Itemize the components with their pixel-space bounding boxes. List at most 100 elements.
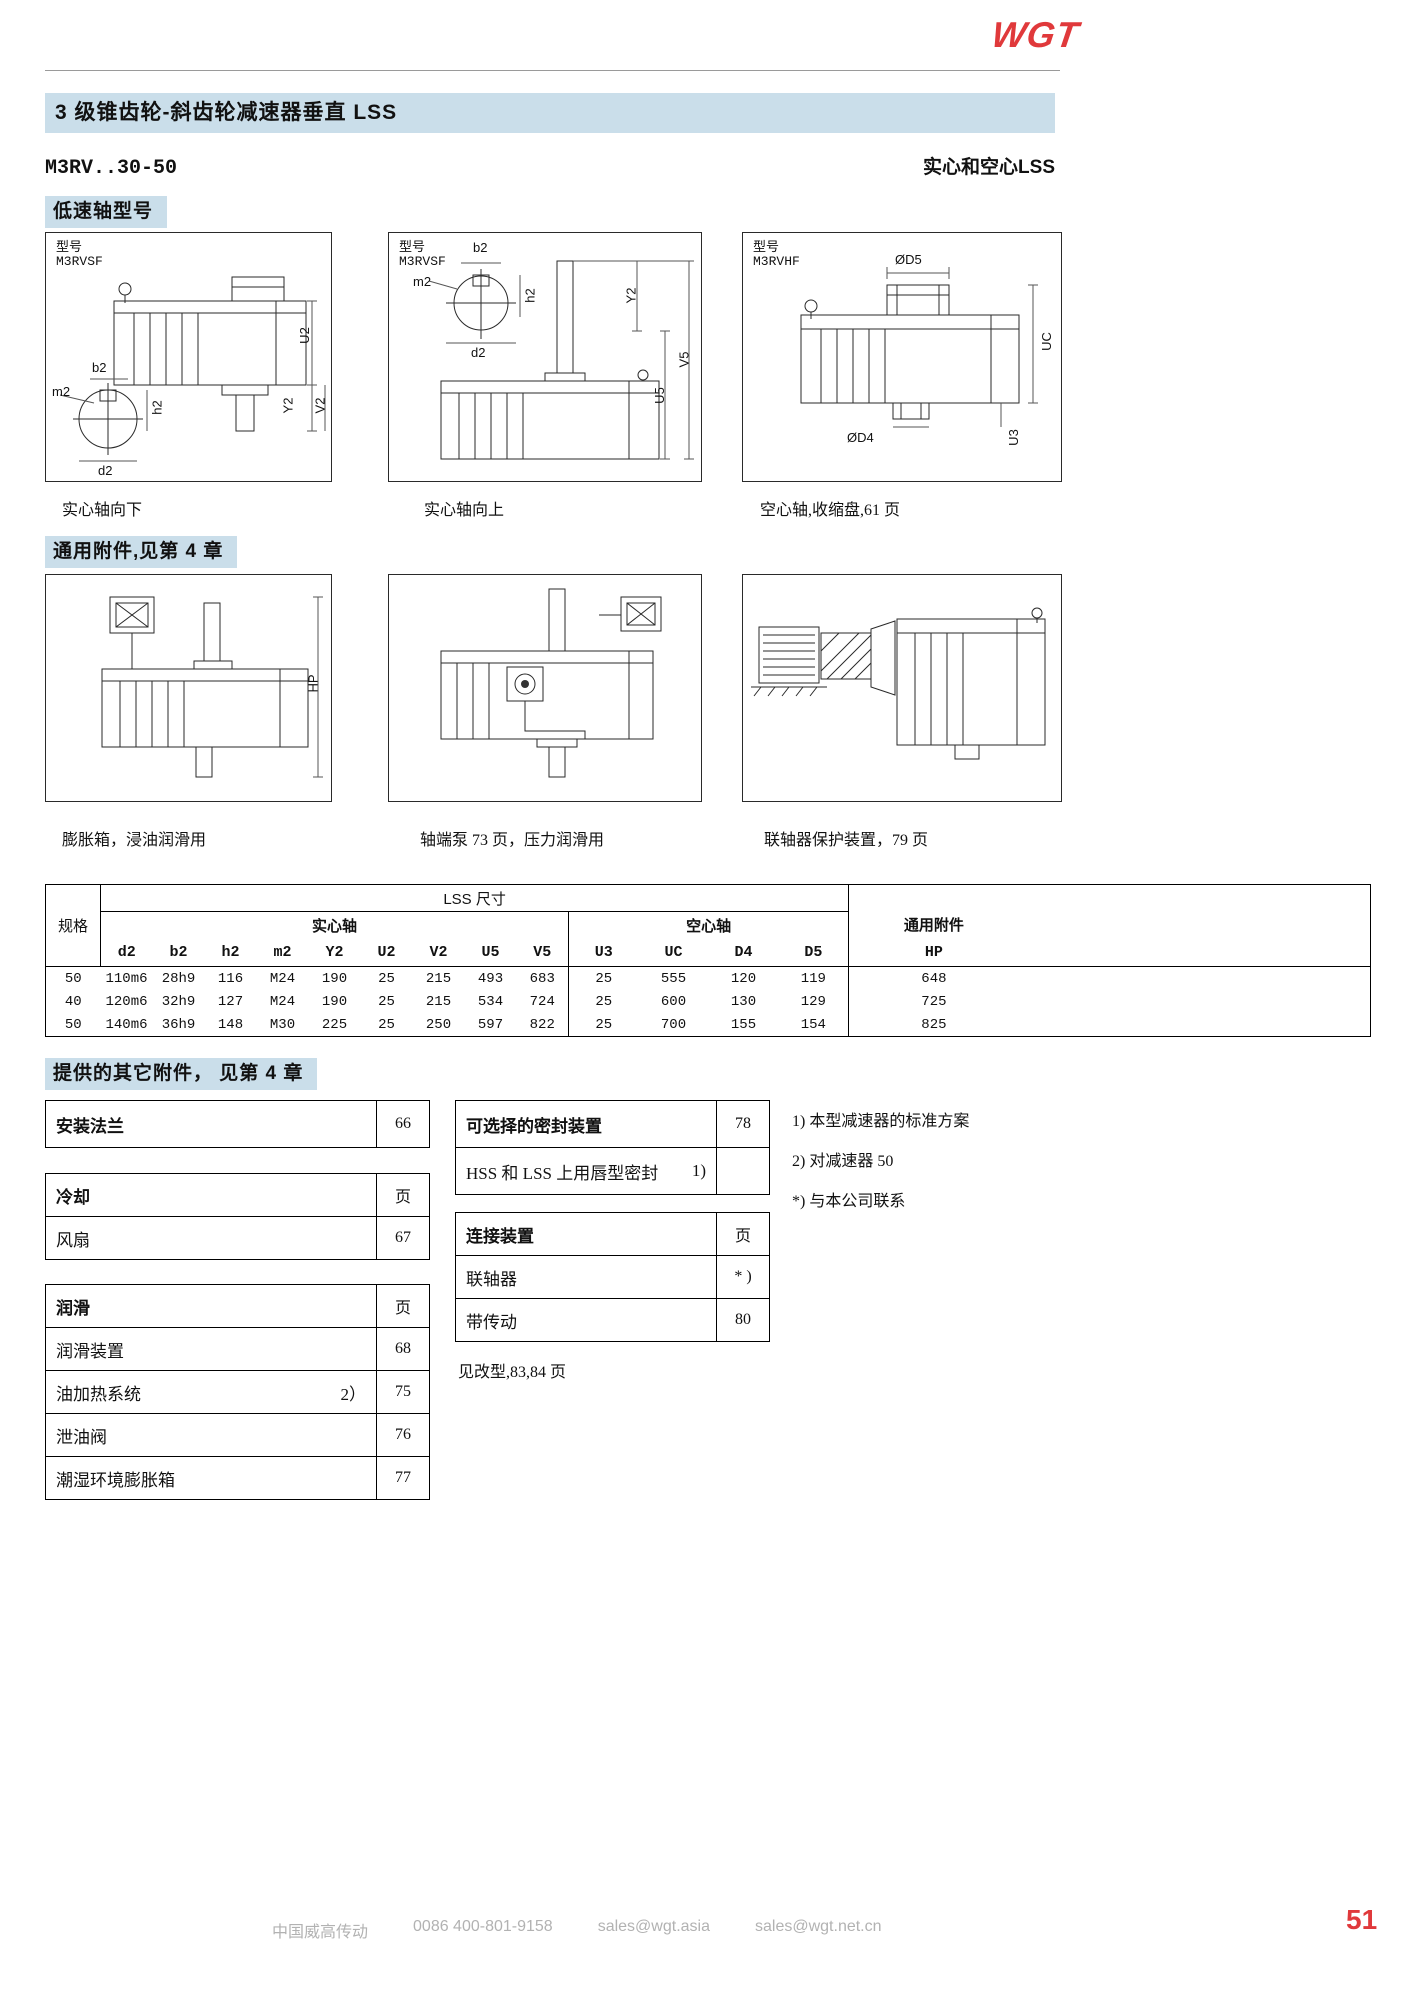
accessory-label: 可选择的密封装置 bbox=[466, 1116, 602, 1136]
accessory-label: HSS 和 LSS 上用唇型密封 1) bbox=[466, 1161, 706, 1183]
group-common-accessories: 通用附件 bbox=[903, 917, 964, 935]
accessory-page-number: 80 bbox=[716, 1299, 769, 1341]
footnote-3: *) 与本公司联系 bbox=[792, 1193, 906, 1210]
accessory-label: 带传动 bbox=[466, 1312, 517, 1332]
col-v5: V5 bbox=[516, 938, 569, 967]
gearbox-drawing bbox=[59, 276, 326, 462]
accessory-label: 润滑装置 bbox=[56, 1341, 124, 1361]
dim-label-d2: d2 bbox=[98, 463, 113, 478]
model-label: M3RVSF bbox=[399, 254, 446, 269]
group-solid-shaft: 实心轴 bbox=[100, 911, 569, 938]
col-b2: b2 bbox=[152, 938, 205, 967]
col-u5: U5 bbox=[464, 938, 517, 967]
col-d5: D5 bbox=[778, 938, 850, 967]
accessory-label: 油加热系统 2） bbox=[46, 1371, 376, 1413]
col-d2: d2 bbox=[100, 938, 153, 967]
type-label: 型号 bbox=[753, 239, 780, 254]
section-common-accessories: 通用附件,见第 4 章 bbox=[45, 536, 238, 568]
flange-table: 安装法兰 66 bbox=[45, 1100, 430, 1148]
accessory-page-number bbox=[716, 1148, 769, 1194]
dimension-table: 规格 LSS 尺寸 实心轴 空心轴 通用附件 d2 b2 h2 m2 Y2 U2… bbox=[45, 884, 1372, 1037]
model-line: M3RV..30-50 实心和空心LSS bbox=[45, 152, 1055, 180]
table-filler-cell bbox=[1019, 967, 1371, 991]
header-divider bbox=[45, 70, 1060, 71]
accessory-page-number: 78 bbox=[716, 1101, 769, 1147]
accessory-page-number: 66 bbox=[376, 1101, 429, 1147]
accessory-label: 泄油阀 bbox=[56, 1427, 107, 1447]
caption-solid-shaft-up: 实心轴向上 bbox=[424, 502, 505, 519]
list-item: 联轴器 * ) bbox=[456, 1255, 769, 1298]
type-label: 型号 bbox=[399, 239, 426, 254]
dim-label-h2: h2 bbox=[149, 400, 165, 415]
drawing-solid-shaft-down: 型号 M3RVSF b2 m2 h2 d2 U2 Y2 V2 bbox=[45, 232, 332, 482]
dim-label-b2: b2 bbox=[473, 240, 488, 255]
gearbox-drawing bbox=[428, 260, 694, 460]
page-footer: 中国威高传动 0086 400-801-9158 sales@wgt.asia … bbox=[272, 1918, 882, 1942]
sealing-table: 可选择的密封装置 78 HSS 和 LSS 上用唇型密封 1) bbox=[455, 1100, 770, 1195]
caption-coupling-guard: 联轴器保护装置，79 页 bbox=[764, 832, 929, 849]
col-v2: V2 bbox=[412, 938, 465, 967]
list-item: 润滑装置 68 bbox=[46, 1327, 429, 1370]
table-filler-cell bbox=[1018, 938, 1371, 967]
table-filler-cell bbox=[1019, 1013, 1371, 1037]
list-item: 连接装置 页 bbox=[456, 1213, 769, 1255]
list-item: 油加热系统 2） 75 bbox=[46, 1370, 429, 1413]
footnote-2: 2) 对减速器 50 bbox=[792, 1153, 894, 1170]
table-filler-cell bbox=[1019, 990, 1371, 1013]
list-item: 润滑 页 bbox=[46, 1285, 429, 1327]
model-label: M3RVHF bbox=[753, 254, 800, 269]
footnote-marker: 2） bbox=[340, 1384, 367, 1404]
list-item: 带传动 80 bbox=[456, 1298, 769, 1341]
section-low-speed-shaft: 低速轴型号 bbox=[45, 196, 168, 228]
table-row: 50 110m6 28h9 116 M24 190 25 215 493 683… bbox=[46, 966, 1371, 991]
dim-label-y2: Y2 bbox=[623, 287, 639, 304]
accessory-label: 风扇 bbox=[56, 1230, 90, 1250]
gearbox-drawing bbox=[101, 596, 323, 778]
caption-hollow-shaft: 空心轴,收缩盘,61 页 bbox=[760, 502, 901, 519]
drawing-solid-shaft-up: 型号 M3RVSF b2 m2 h2 d2 Y2 U5 V5 bbox=[388, 232, 702, 482]
connection-table: 连接装置 页 联轴器 * ) 带传动 80 bbox=[455, 1212, 770, 1342]
col-hp: HP bbox=[848, 938, 1019, 967]
dim-label-hp: HP bbox=[305, 674, 321, 693]
page-title: 3 级锥齿轮-斜齿轮减速器垂直 LSS bbox=[45, 93, 1055, 133]
caption-shaft-end-pump: 轴端泵 73 页，压力润滑用 bbox=[420, 832, 605, 849]
cooling-table: 冷却 页 风扇 67 bbox=[45, 1173, 430, 1260]
shaft-type-note: 实心和空心LSS bbox=[923, 157, 1055, 178]
brand-logo: WGT bbox=[989, 14, 1082, 55]
accessory-page-number: 75 bbox=[376, 1371, 429, 1413]
list-item: 安装法兰 66 bbox=[46, 1101, 429, 1147]
drawing-expansion-tank: HP bbox=[45, 574, 332, 802]
accessory-page-number: 页 bbox=[376, 1285, 429, 1327]
page-number: 51 bbox=[1346, 1904, 1378, 1935]
table-filler-cell bbox=[849, 885, 1371, 912]
footnote-1: 1) 本型减速器的标准方案 bbox=[792, 1113, 970, 1130]
lubrication-table: 润滑 页 润滑装置 68 油加热系统 2） 75 泄油阀 76 潮湿环境膨胀箱 … bbox=[45, 1284, 430, 1500]
accessory-label: 连接装置 bbox=[466, 1226, 534, 1246]
gearbox-drawing bbox=[800, 267, 1038, 428]
drawing-coupling-guard bbox=[742, 574, 1062, 802]
list-item: 潮湿环境膨胀箱 77 bbox=[46, 1456, 429, 1499]
table-filler-cell bbox=[1019, 912, 1371, 939]
footer-company: 中国威高传动 bbox=[272, 1924, 369, 1941]
col-u2: U2 bbox=[360, 938, 413, 967]
list-item: 泄油阀 76 bbox=[46, 1413, 429, 1456]
accessory-label: 联轴器 bbox=[466, 1269, 517, 1289]
accessory-page-number: 76 bbox=[376, 1414, 429, 1456]
dim-label-b2: b2 bbox=[92, 360, 107, 375]
accessory-page-number: 67 bbox=[376, 1217, 429, 1259]
col-uc: UC bbox=[638, 938, 709, 967]
dim-label-d2: d2 bbox=[471, 345, 486, 360]
dim-label-v5: V5 bbox=[676, 351, 692, 368]
footer-email-asia: sales@wgt.asia bbox=[597, 1918, 710, 1935]
list-item: 冷却 页 bbox=[46, 1174, 429, 1216]
accessory-page-number: 页 bbox=[716, 1213, 769, 1255]
accessory-page-number: 77 bbox=[376, 1457, 429, 1499]
dim-label-v2: V2 bbox=[312, 397, 328, 414]
drawing-shaft-end-pump bbox=[388, 574, 702, 802]
dim-label-h2: h2 bbox=[522, 288, 538, 303]
list-item: 可选择的密封装置 78 bbox=[456, 1101, 769, 1147]
dim-label-d5: ØD5 bbox=[895, 252, 922, 267]
dim-label-m2: m2 bbox=[413, 274, 432, 289]
col-m2: m2 bbox=[256, 938, 309, 967]
